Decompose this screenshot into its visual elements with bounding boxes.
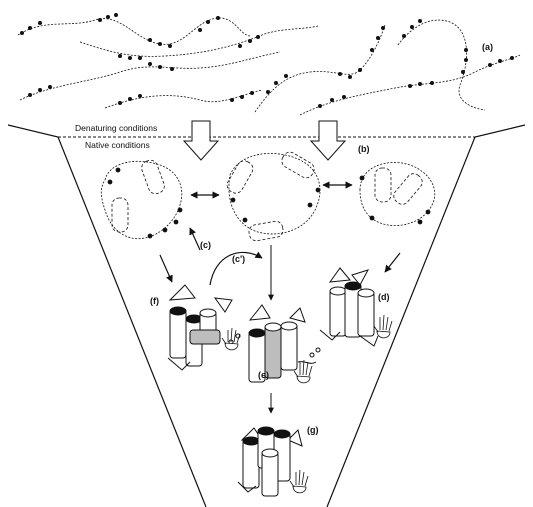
native-conditions-label: Native conditions: [85, 140, 150, 150]
misfolded-structure-d: [319, 267, 379, 347]
denaturing-to-native-arrow: [309, 120, 347, 161]
funnel-outline: [7, 124, 526, 507]
native-like-structure-e: [248, 304, 321, 383]
hand-icon: [293, 359, 313, 384]
label-c-prime: (c'): [232, 254, 245, 264]
compact-intermediate: [226, 151, 321, 242]
label-g: (g): [307, 425, 319, 435]
label-b: (b): [358, 144, 370, 154]
compact-intermediate: [100, 159, 183, 240]
unfolded-chain: [397, 19, 486, 111]
denaturing-conditions-label: Denaturing conditions: [75, 123, 157, 133]
pathway-arrow-d: [384, 252, 401, 273]
misfolded-structure-f: [167, 284, 241, 371]
compact-intermediate: [359, 162, 436, 227]
hand-icon: [221, 327, 241, 351]
unfolded-chains: [17, 17, 521, 116]
unfolded-chain: [104, 89, 263, 109]
label-d: (d): [378, 292, 390, 302]
label-f: (f): [150, 296, 159, 306]
unfolded-chain: [299, 54, 521, 116]
pathway-arrow-c-prime: [209, 251, 263, 286]
pathway-arrow-c: [159, 254, 173, 283]
hand-icon: [289, 469, 309, 494]
unfolded-chain: [254, 24, 386, 113]
label-a: (a): [482, 42, 493, 52]
hand-icon: [373, 314, 393, 339]
label-c: (c): [200, 240, 211, 250]
unfolded-chain: [19, 51, 281, 101]
label-e: (e): [258, 370, 269, 380]
unfolded-chain: [17, 17, 251, 45]
unfolded-chain: [79, 25, 319, 57]
native-structure-g: [237, 426, 303, 497]
denaturing-to-native-arrow: [182, 120, 220, 161]
pathway-arrow-c-back: [189, 227, 201, 251]
chain-beads: [20, 13, 514, 108]
